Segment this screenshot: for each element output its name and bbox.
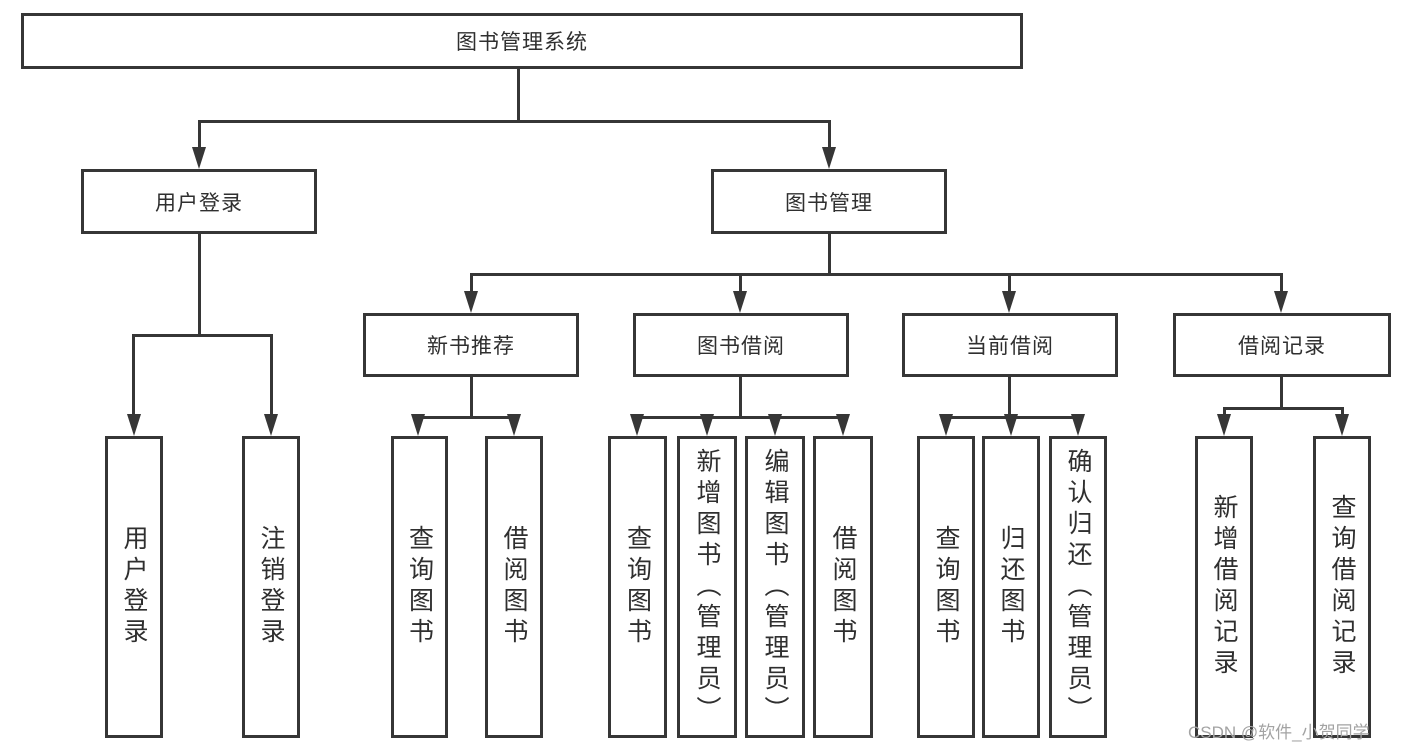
arrow-down-icon [1217,414,1231,436]
leaf-label: 查询图书 [405,525,434,649]
arrow-down-icon [507,414,521,436]
leaf-add-books-admin: 新增图书（管理员） [677,436,737,738]
leaf-borrow-query-books: 查询图书 [608,436,667,738]
connector-drop [132,334,135,416]
node-user-login: 用户登录 [81,169,317,234]
leaf-user-login: 用户登录 [105,436,163,738]
connector-drop [1223,407,1226,419]
leaf-confirm-return-admin: 确认归还（管理员） [1049,436,1107,738]
node-label: 借阅记录 [1238,335,1326,358]
node-borrow-records: 借阅记录 [1173,313,1391,377]
node-label: 图书管理 [785,191,873,215]
node-label: 当前借阅 [966,335,1054,358]
leaf-label: 新增借阅记录 [1210,494,1238,680]
node-label: 新书推荐 [427,335,515,358]
leaf-label: 借阅图书 [829,525,857,649]
node-root-label: 图书管理系统 [456,31,588,54]
leaf-return-books: 归还图书 [982,436,1040,738]
node-book-borrow: 图书借阅 [633,313,849,377]
connector-level3-branch [470,273,1283,276]
connector-drop [198,120,201,150]
arrow-down-icon [822,147,836,169]
arrow-down-icon [630,414,644,436]
arrow-down-icon [411,414,425,436]
connector-branch [636,416,846,419]
connector-level1-branch [198,120,831,123]
connector-stem [1280,377,1283,410]
csdn-watermark: CSDN @软件_小贺同学 [1188,723,1370,742]
arrow-down-icon [939,414,953,436]
arrow-down-icon [1004,414,1018,436]
connector-drop [1280,273,1283,293]
leaf-label: 查询图书 [932,525,960,649]
connector-user-branch [132,334,273,337]
connector-stem [739,377,742,419]
leaf-label: 确认归还（管理员） [1064,447,1092,727]
leaf-recommend-query-books: 查询图书 [391,436,448,738]
connector-root-stem [517,69,520,123]
leaf-borrow-books: 借阅图书 [813,436,873,738]
leaf-query-borrow-record: 查询借阅记录 [1313,436,1371,738]
connector-drop [270,334,273,416]
arrow-down-icon [127,414,141,436]
leaf-label: 新增图书（管理员） [693,447,721,727]
leaf-label: 用户登录 [120,525,148,649]
arrow-down-icon [1274,291,1288,313]
leaf-current-query-books: 查询图书 [917,436,975,738]
node-book-management: 图书管理 [711,169,947,234]
arrow-down-icon [264,414,278,436]
leaf-label: 查询借阅记录 [1328,494,1356,680]
connector-drop [828,120,831,150]
leaf-label: 借阅图书 [500,525,528,649]
arrow-down-icon [464,291,478,313]
connector-drop [470,273,473,293]
connector-mgmt-stem [828,234,831,276]
connector-branch [1223,407,1344,410]
leaf-label: 编辑图书（管理员） [761,447,789,727]
leaf-add-borrow-record: 新增借阅记录 [1195,436,1253,738]
leaf-label: 查询图书 [623,525,652,649]
leaf-edit-books-admin: 编辑图书（管理员） [745,436,805,738]
arrow-down-icon [768,414,782,436]
arrow-down-icon [733,291,747,313]
arrow-down-icon [836,414,850,436]
arrow-down-icon [1071,414,1085,436]
arrow-down-icon [1002,291,1016,313]
leaf-logout: 注销登录 [242,436,300,738]
arrow-down-icon [700,414,714,436]
node-label: 用户登录 [155,191,243,215]
leaf-label: 归还图书 [997,525,1025,649]
connector-user-stem [198,234,201,337]
leaf-label: 注销登录 [257,525,285,649]
arrow-down-icon [192,147,206,169]
connector-drop [1008,273,1011,293]
connector-drop [739,273,742,293]
node-current-borrow: 当前借阅 [902,313,1118,377]
connector-stem [470,377,473,419]
connector-drop [1341,407,1344,419]
arrow-down-icon [1335,414,1349,436]
node-label: 图书借阅 [697,335,785,358]
node-new-book-recommend: 新书推荐 [363,313,579,377]
leaf-recommend-borrow-books: 借阅图书 [485,436,543,738]
node-root: 图书管理系统 [21,13,1023,69]
connector-branch [416,416,517,419]
connector-stem [1008,377,1011,419]
